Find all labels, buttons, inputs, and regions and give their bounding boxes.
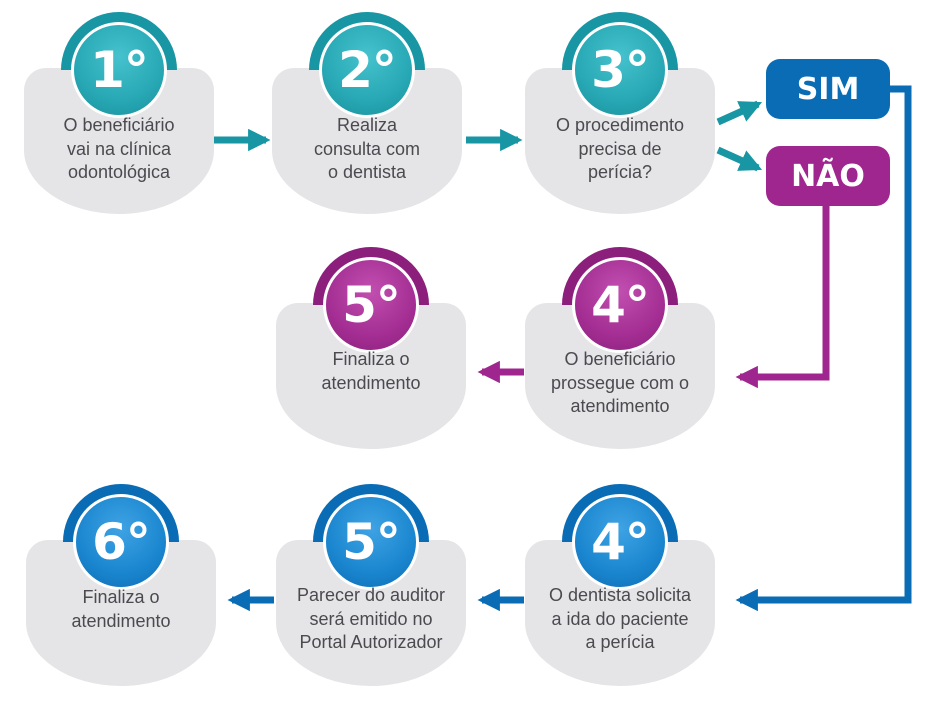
step-label: Realiza consulta com o dentista bbox=[272, 114, 462, 185]
label-line: odontológica bbox=[67, 162, 171, 182]
step-label: O procedimento precisa de perícia? bbox=[525, 114, 715, 185]
label-line: consulta com bbox=[313, 138, 421, 159]
label-line: vai na clínica bbox=[66, 138, 172, 159]
label-line: O dentista solicita bbox=[548, 585, 692, 605]
label-line: a ida do paciente bbox=[551, 608, 689, 629]
label-line: atendimento bbox=[321, 372, 421, 393]
step-number-badge: 4° bbox=[572, 257, 668, 353]
nao-branch-label: NÃO bbox=[766, 146, 890, 206]
label-line: atendimento bbox=[71, 610, 171, 631]
step-number-badge: 5° bbox=[323, 257, 419, 353]
step-label: Parecer do auditor será emitido no Porta… bbox=[276, 584, 466, 655]
step-label: Finaliza o atendimento bbox=[276, 348, 466, 395]
step-label: O beneficiário vai na clínica odontológi… bbox=[24, 114, 214, 185]
label-line: o dentista bbox=[327, 162, 407, 182]
step-number-badge: 2° bbox=[319, 22, 415, 118]
label-line: Finaliza o bbox=[82, 587, 160, 607]
step-number-badge: 5° bbox=[323, 494, 419, 590]
step-number-badge: 3° bbox=[572, 22, 668, 118]
label-line: O beneficiário bbox=[63, 115, 175, 135]
label-line: a perícia bbox=[585, 632, 655, 652]
step-number-badge: 4° bbox=[572, 494, 668, 590]
step-label: O dentista solicita a ida do paciente a … bbox=[525, 584, 715, 655]
label-line: prossegue com o bbox=[550, 372, 690, 393]
step-label: Finaliza o atendimento bbox=[26, 586, 216, 633]
label-line: Finaliza o bbox=[332, 349, 410, 369]
arrow-3-to-nao bbox=[716, 146, 763, 172]
step-label: O beneficiário prossegue com o atendimen… bbox=[525, 348, 715, 419]
label-line: atendimento bbox=[570, 396, 670, 416]
step-number-badge: 1° bbox=[71, 22, 167, 118]
sim-branch-label: SIM bbox=[766, 59, 890, 119]
label-line: Realiza bbox=[336, 115, 398, 135]
label-line: será emitido no bbox=[309, 608, 433, 629]
label-line: perícia? bbox=[587, 162, 653, 182]
arrow-3-to-sim bbox=[716, 100, 763, 126]
label-line: O procedimento bbox=[555, 115, 685, 135]
sim-connector bbox=[735, 85, 912, 612]
label-line: precisa de bbox=[578, 138, 662, 159]
label-line: Portal Autorizador bbox=[299, 632, 443, 652]
label-line: O beneficiário bbox=[564, 349, 676, 369]
nao-connector bbox=[735, 206, 830, 389]
step-number-badge: 6° bbox=[73, 494, 169, 590]
label-line: Parecer do auditor bbox=[296, 585, 446, 605]
